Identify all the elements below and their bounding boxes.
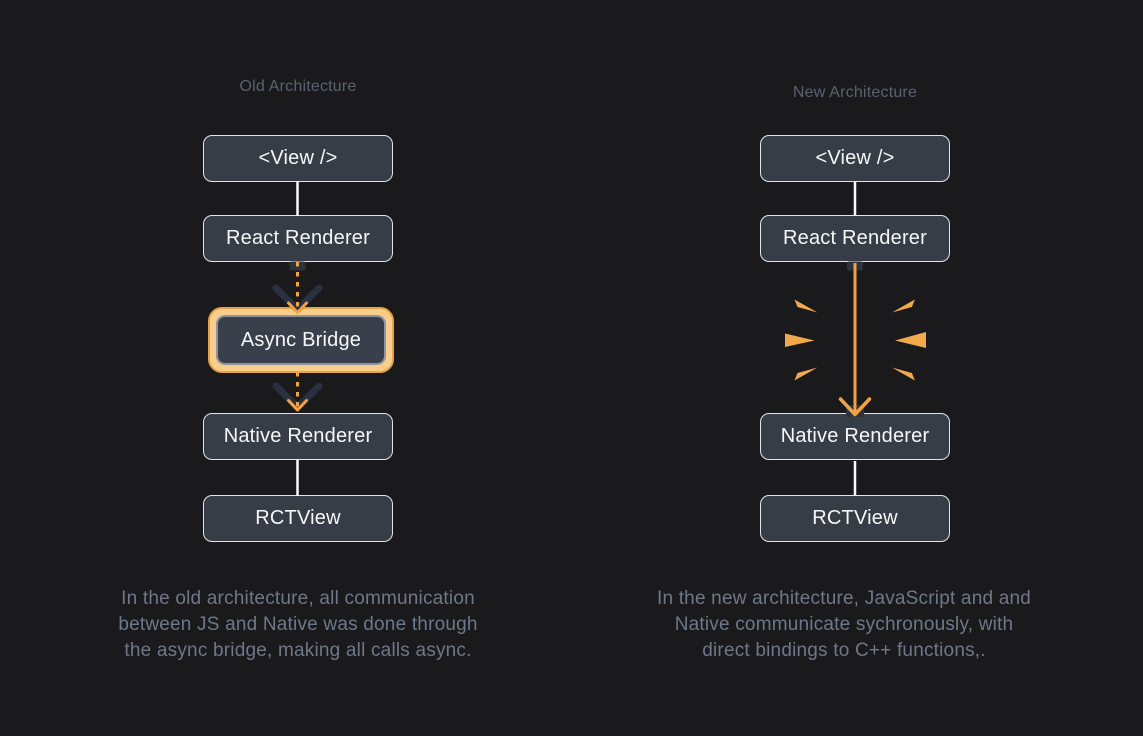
burst-left-icon <box>785 299 818 381</box>
old-architecture-caption: In the old architecture, all communicati… <box>85 586 511 664</box>
node-new-view: <View /> <box>760 135 950 182</box>
caption-line: Native communicate sychronously, with <box>674 614 1014 635</box>
caption-line: In the new architecture, JavaScript and … <box>656 588 1032 609</box>
caption-line: direct bindings to C++ functions,. <box>702 640 986 661</box>
caption-line: the async bridge, making all calls async… <box>124 640 472 661</box>
old-async-arrow-react-bridge <box>272 261 323 314</box>
new-architecture-title: New Architecture <box>792 84 918 101</box>
node-new-react-renderer: React Renderer <box>760 215 950 262</box>
new-sync-arrow-react-native <box>838 261 872 417</box>
old-architecture-title: Old Architecture <box>239 78 357 95</box>
node-new-native-renderer: Native Renderer <box>760 413 950 460</box>
node-old-async-bridge: Async Bridge <box>216 315 386 365</box>
node-new-rctview: RCTView <box>760 495 950 542</box>
node-old-native-renderer: Native Renderer <box>203 413 393 460</box>
old-async-arrow-bridge-native <box>272 372 323 412</box>
caption-line: between JS and Native was done through <box>118 614 478 635</box>
new-architecture-caption: In the new architecture, JavaScript and … <box>629 586 1059 664</box>
caption-line: In the old architecture, all communicati… <box>121 588 475 609</box>
node-old-rctview: RCTView <box>203 495 393 542</box>
node-old-view: <View /> <box>203 135 393 182</box>
node-old-react-renderer: React Renderer <box>203 215 393 262</box>
burst-right-icon <box>891 299 926 381</box>
